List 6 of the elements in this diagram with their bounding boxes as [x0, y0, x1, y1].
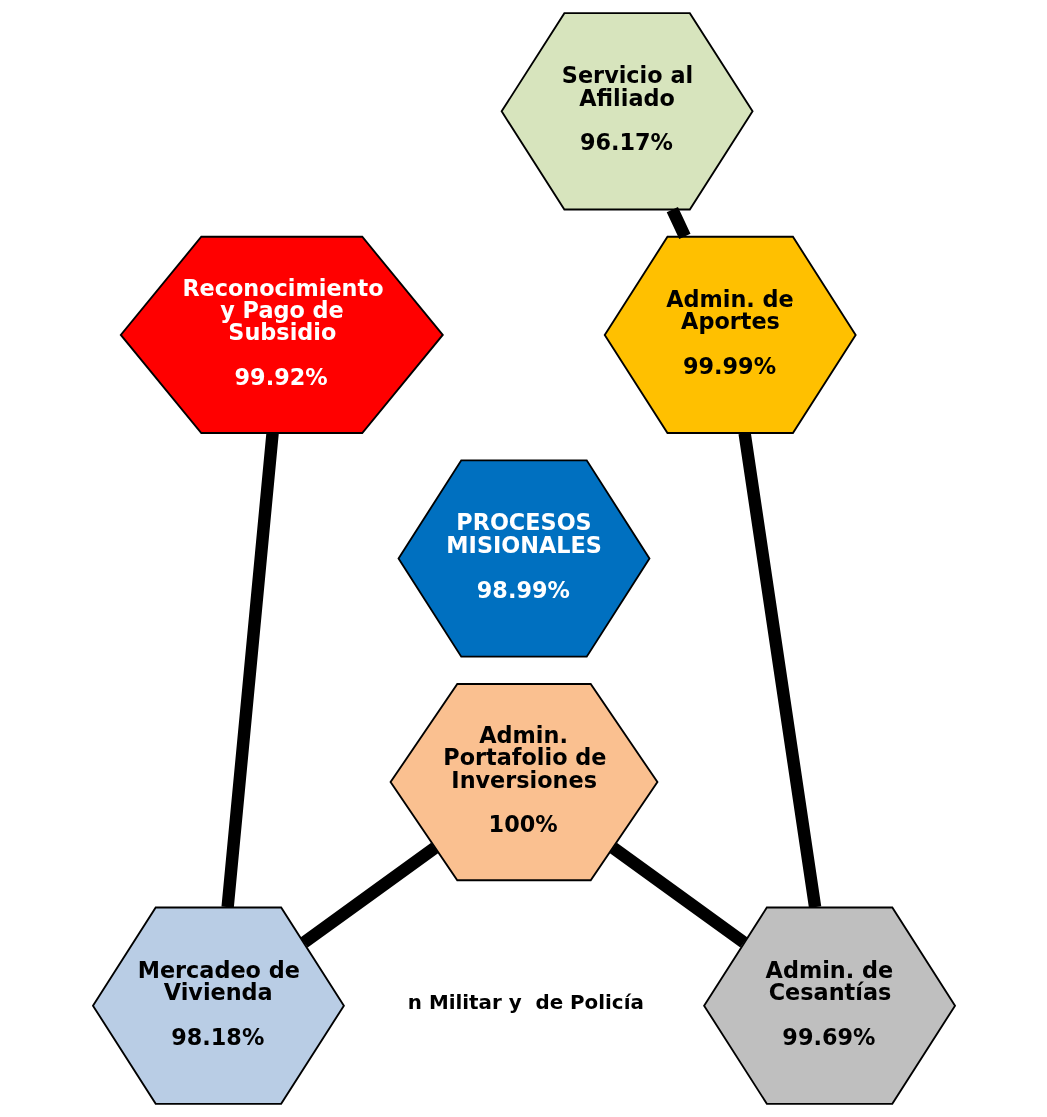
- connector: [738, 432, 821, 909]
- connector: [299, 842, 438, 948]
- connector: [666, 206, 690, 240]
- connector: [220, 432, 279, 908]
- connector: [609, 842, 748, 948]
- label: n Militar y de Policía: [407, 991, 644, 1015]
